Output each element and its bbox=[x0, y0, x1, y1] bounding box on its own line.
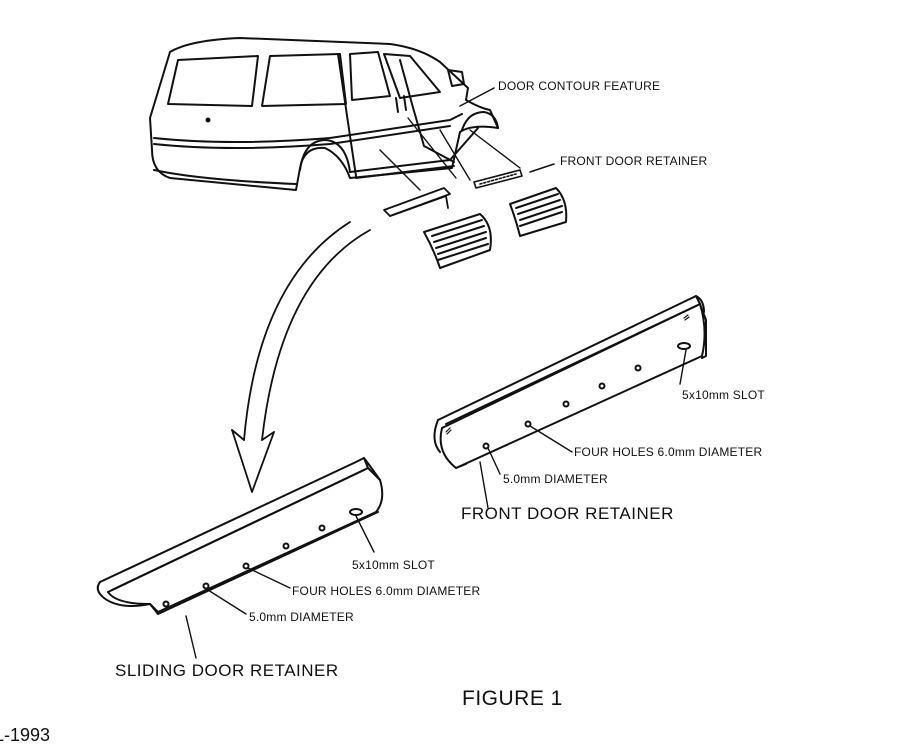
sliding-diameter-label: 5.0mm DIAMETER bbox=[249, 610, 354, 624]
front-retainer-leaders bbox=[479, 349, 687, 509]
sliding-retainer-leaders bbox=[185, 515, 375, 659]
front-retainer-drawing bbox=[433, 295, 707, 469]
sliding-four-holes-label: FOUR HOLES 6.0mm DIAMETER bbox=[292, 584, 481, 598]
sliding-retainer-drawing bbox=[96, 457, 384, 615]
front-door-retainer-title: FRONT DOOR RETAINER bbox=[461, 504, 674, 523]
front-door-retainer-callout-label: FRONT DOOR RETAINER bbox=[560, 154, 708, 168]
small-sliding-retainer bbox=[383, 187, 451, 217]
small-cladding-sliding bbox=[423, 213, 492, 269]
figure-caption: FIGURE 1 bbox=[462, 687, 563, 710]
small-front-retainer bbox=[473, 169, 523, 189]
curved-arrow bbox=[231, 221, 371, 493]
contour-leader bbox=[459, 87, 495, 107]
front-slot-label: 5x10mm SLOT bbox=[682, 388, 765, 402]
door-contour-feature-label: DOOR CONTOUR FEATURE bbox=[498, 79, 661, 93]
front-diameter-label: 5.0mm DIAMETER bbox=[503, 472, 608, 486]
explode-lines bbox=[379, 117, 521, 191]
front-four-holes-label: FOUR HOLES 6.0mm DIAMETER bbox=[574, 445, 763, 459]
minivan-drawing bbox=[149, 37, 499, 191]
sliding-door-retainer-title: SLIDING DOOR RETAINER bbox=[115, 661, 339, 680]
sliding-slot-label: 5x10mm SLOT bbox=[352, 558, 435, 572]
cut-off-text: L-1993 bbox=[0, 725, 51, 745]
small-cladding-front bbox=[509, 187, 568, 237]
front-retainer-callout-leader bbox=[529, 163, 555, 173]
